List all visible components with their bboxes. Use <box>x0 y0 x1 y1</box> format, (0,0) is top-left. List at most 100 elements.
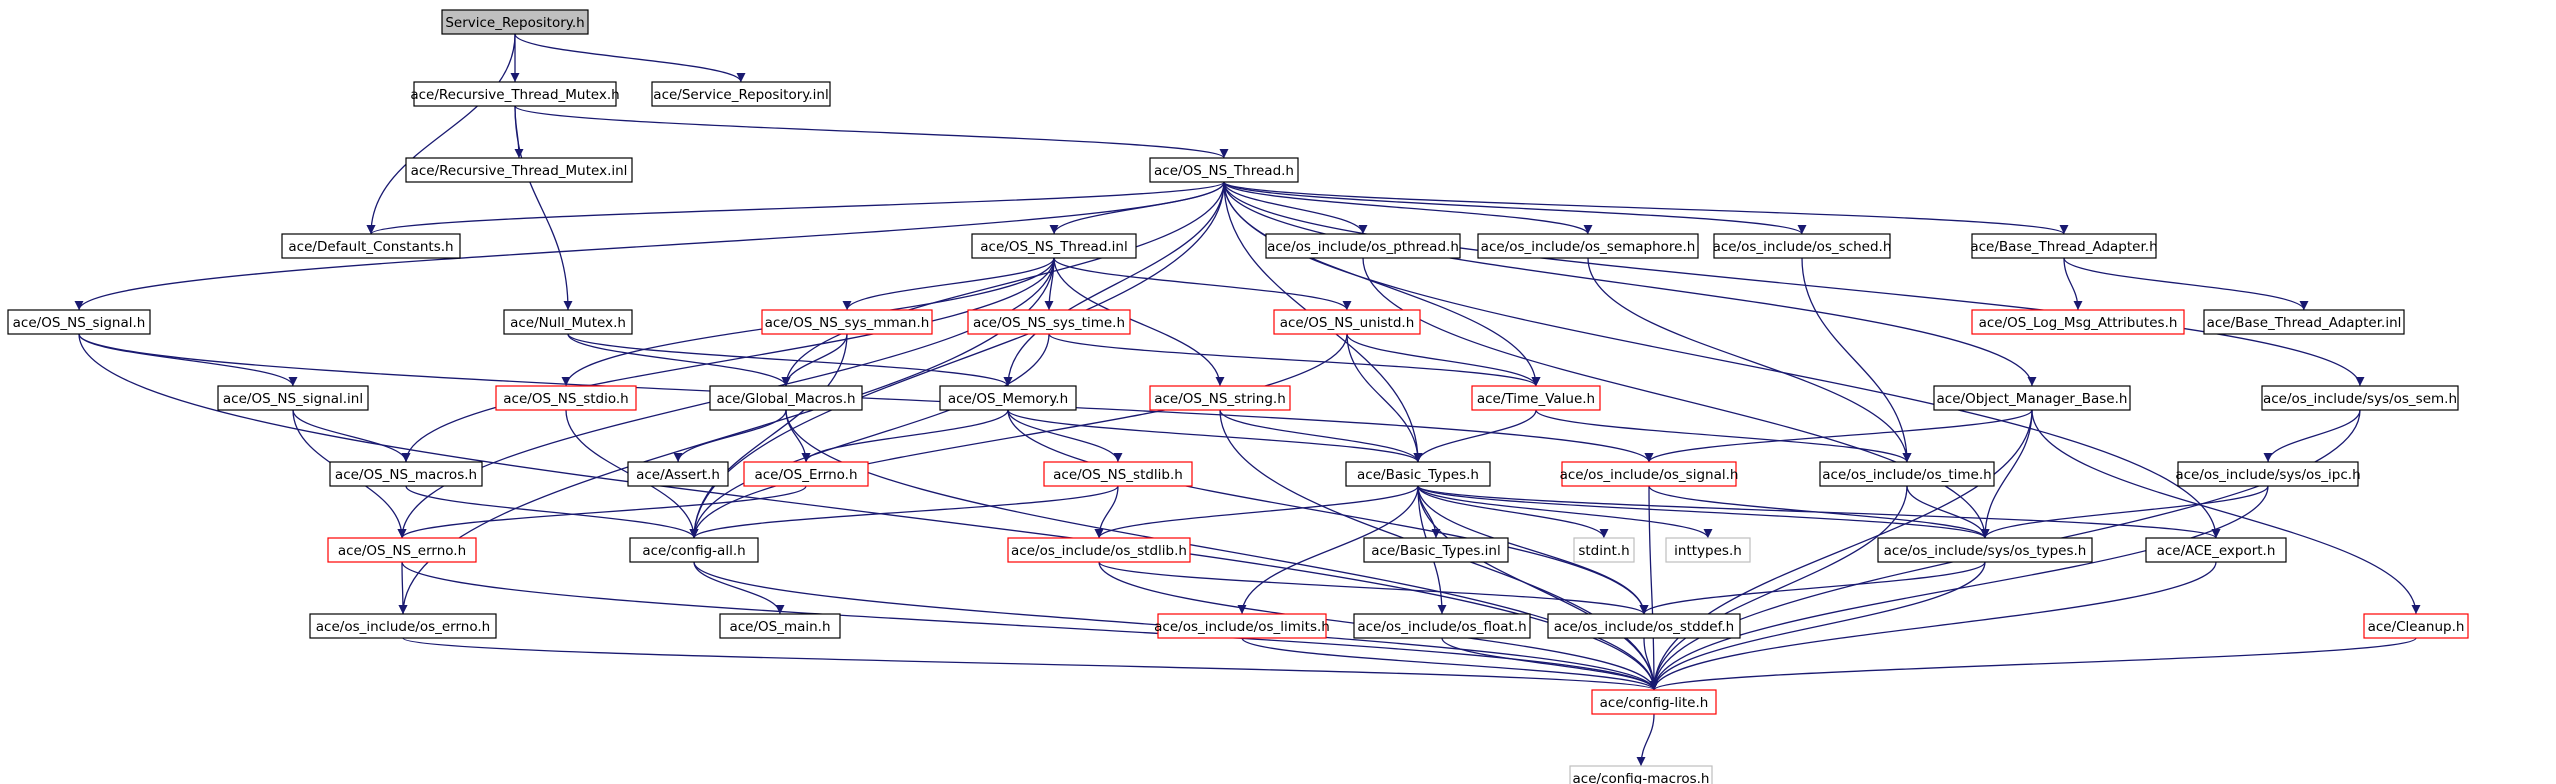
node-label: ace/OS_Memory.h <box>948 391 1068 407</box>
node-ace-export-h[interactable]: ace/ACE_export.h <box>2145 537 2287 563</box>
node-service-repository-h: Service_Repository.h <box>441 9 589 35</box>
node-recursive-thread-mutex-h[interactable]: ace/Recursive_Thread_Mutex.h <box>410 81 620 107</box>
node-os-signal-h[interactable]: ace/os_include/os_signal.h <box>1560 461 1739 487</box>
edge-os-ns-signal-h-to-os-signal-h <box>78 333 1654 463</box>
node-os-ns-sys-mman-h[interactable]: ace/OS_NS_sys_mman.h <box>761 309 933 335</box>
node-box <box>281 233 461 259</box>
edge-os-ns-thread-inl-to-os-ns-unistd-h <box>1053 257 1352 311</box>
edge-global-macros-h-to-assert-h <box>673 409 787 463</box>
node-label: ace/Global_Macros.h <box>716 391 855 407</box>
node-os-ns-unistd-h[interactable]: ace/OS_NS_unistd.h <box>1273 309 1421 335</box>
node-cleanup-h[interactable]: ace/Cleanup.h <box>2363 613 2469 639</box>
node-label: ace/Base_Thread_Adapter.inl <box>2207 315 2402 331</box>
node-box <box>1273 309 1421 335</box>
node-base-thread-adapter-inl[interactable]: ace/Base_Thread_Adapter.inl <box>2203 309 2405 335</box>
node-base-thread-adapter-h[interactable]: ace/Base_Thread_Adapter.h <box>1970 233 2158 259</box>
node-os-ipc-h[interactable]: ace/os_include/sys/os_ipc.h <box>2175 461 2361 487</box>
node-box <box>329 461 483 487</box>
node-os-ns-macros-h[interactable]: ace/OS_NS_macros.h <box>329 461 483 487</box>
node-config-lite-h[interactable]: ace/config-lite.h <box>1591 689 1717 715</box>
node-assert-h[interactable]: ace/Assert.h <box>627 461 729 487</box>
node-recursive-thread-mutex-inl[interactable]: ace/Recursive_Thread_Mutex.inl <box>405 157 633 183</box>
node-default-constants-h[interactable]: ace/Default_Constants.h <box>281 233 461 259</box>
node-box <box>2363 613 2469 639</box>
node-inttypes-h[interactable]: inttypes.h <box>1665 537 1751 563</box>
node-os-ns-errno-h[interactable]: ace/OS_NS_errno.h <box>327 537 477 563</box>
node-label: ace/OS_NS_Thread.inl <box>980 239 1127 255</box>
edge-os-ns-thread-h-to-os-sched-h <box>1223 181 1807 235</box>
node-os-ns-thread-h[interactable]: ace/OS_NS_Thread.h <box>1149 157 1299 183</box>
node-label: ace/Default_Constants.h <box>288 239 453 255</box>
node-os-ns-string-h[interactable]: ace/OS_NS_string.h <box>1149 385 1291 411</box>
node-time-value-h[interactable]: ace/Time_Value.h <box>1471 385 1601 411</box>
node-os-errno-h[interactable]: ace/os_include/os_errno.h <box>309 613 497 639</box>
node-os-sched-h[interactable]: ace/os_include/os_sched.h <box>1713 233 1892 259</box>
node-os-ns-signal-inl[interactable]: ace/OS_NS_signal.inl <box>217 385 369 411</box>
node-box <box>1157 613 1327 639</box>
node-os-types-h[interactable]: ace/os_include/sys/os_types.h <box>1877 537 2093 563</box>
edge-basic-types-h-to-os-limits-h <box>1237 485 1419 615</box>
node-os-stdlib-h[interactable]: ace/os_include/os_stdlib.h <box>1007 537 1191 563</box>
edge-os-ns-sys-time-h-to-time-value-h <box>1048 333 1541 387</box>
edge-basic-types-h-to-os-stdlib-h <box>1094 485 1419 539</box>
node-os-limits-h[interactable]: ace/os_include/os_limits.h <box>1154 613 1330 639</box>
node-os-stddef-h[interactable]: ace/os_include/os_stddef.h <box>1547 613 1741 639</box>
node-os-memory-h[interactable]: ace/OS_Memory.h <box>939 385 1077 411</box>
node-label: ace/config-macros.h <box>1573 771 1710 784</box>
node-os-time-h[interactable]: ace/os_include/os_time.h <box>1819 461 1995 487</box>
node-label: ace/os_include/sys/os_types.h <box>1884 543 2087 559</box>
node-box <box>2203 309 2405 335</box>
node-os-ns-thread-inl[interactable]: ace/OS_NS_Thread.inl <box>971 233 1137 259</box>
edge-os-ns-stdlib-h-to-config-all-h <box>689 485 1119 539</box>
node-label: ace/Object_Manager_Base.h <box>1937 391 2128 407</box>
node-box <box>413 81 617 107</box>
node-label: ace/Recursive_Thread_Mutex.h <box>410 87 619 103</box>
node-global-macros-h[interactable]: ace/Global_Macros.h <box>709 385 863 411</box>
node-config-macros-h[interactable]: ace/config-macros.h <box>1569 765 1713 784</box>
node-os-ns-stdio-h[interactable]: ace/OS_NS_stdio.h <box>495 385 637 411</box>
node-box <box>651 81 831 107</box>
node-label: ace/Null_Mutex.h <box>510 315 626 331</box>
edge-basic-types-h-to-inttypes-h <box>1417 485 1713 539</box>
node-label: ace/OS_NS_sys_time.h <box>973 315 1125 331</box>
node-box <box>1345 461 1491 487</box>
node-label: ace/Base_Thread_Adapter.h <box>1970 239 2157 255</box>
node-box <box>627 461 729 487</box>
node-os-semaphore-h[interactable]: ace/os_include/os_semaphore.h <box>1477 233 1699 259</box>
edge-os-errno-h-to-config-lite-h <box>402 637 1659 691</box>
node-os-pthread-h[interactable]: ace/os_include/os_pthread.h <box>1265 233 1461 259</box>
edge-os-ns-thread-h-to-os-pthread-h <box>1223 181 1368 235</box>
node-config-all-h[interactable]: ace/config-all.h <box>629 537 759 563</box>
edge-os-semaphore-h-to-os-time-h <box>1587 257 1912 463</box>
node-os-log-msg-attributes-h[interactable]: ace/OS_Log_Msg_Attributes.h <box>1971 309 2185 335</box>
node-box <box>1573 537 1635 563</box>
node-os-float-h[interactable]: ace/os_include/os_float.h <box>1353 613 1531 639</box>
node-os-ns-stdlib-h[interactable]: ace/OS_NS_stdlib.h <box>1043 461 1193 487</box>
node-box <box>1877 537 2093 563</box>
node-os-ns-signal-h[interactable]: ace/OS_NS_signal.h <box>7 309 151 335</box>
node-object-manager-base-h[interactable]: ace/Object_Manager_Base.h <box>1933 385 2131 411</box>
node-label: ace/OS_Log_Msg_Attributes.h <box>1979 315 2178 331</box>
node-label: ace/config-all.h <box>642 543 745 559</box>
node-null-mutex-h[interactable]: ace/Null_Mutex.h <box>503 309 633 335</box>
node-box <box>7 309 151 335</box>
node-os-ns-sys-time-h[interactable]: ace/OS_NS_sys_time.h <box>967 309 1131 335</box>
node-basic-types-h[interactable]: ace/Basic_Types.h <box>1345 461 1491 487</box>
node-os-errno-ace-h[interactable]: ace/OS_Errno.h <box>743 461 869 487</box>
edge-os-ns-signal-h-to-os-ns-signal-inl <box>78 333 298 387</box>
edge-config-all-h-to-os-main-h <box>693 561 785 615</box>
node-basic-types-inl[interactable]: ace/Basic_Types.inl <box>1363 537 1509 563</box>
node-stdint-h[interactable]: stdint.h <box>1573 537 1635 563</box>
edge-os-memory-h-to-basic-types-h <box>1007 409 1423 463</box>
node-os-sem-h[interactable]: ace/os_include/sys/os_sem.h <box>2261 385 2459 411</box>
node-label: ace/os_include/os_pthread.h <box>1267 239 1459 255</box>
node-box <box>939 385 1077 411</box>
edge-null-mutex-h-to-os-memory-h <box>567 333 1013 387</box>
node-os-main-h[interactable]: ace/OS_main.h <box>719 613 841 639</box>
node-service-repository-inl[interactable]: ace/Service_Repository.inl <box>651 81 831 107</box>
node-box <box>719 613 841 639</box>
node-label: ace/OS_NS_Thread.h <box>1154 163 1294 179</box>
node-label: ace/os_include/os_signal.h <box>1560 467 1739 483</box>
node-label: ace/Assert.h <box>636 467 720 483</box>
node-label: ace/OS_NS_stdio.h <box>503 391 628 407</box>
